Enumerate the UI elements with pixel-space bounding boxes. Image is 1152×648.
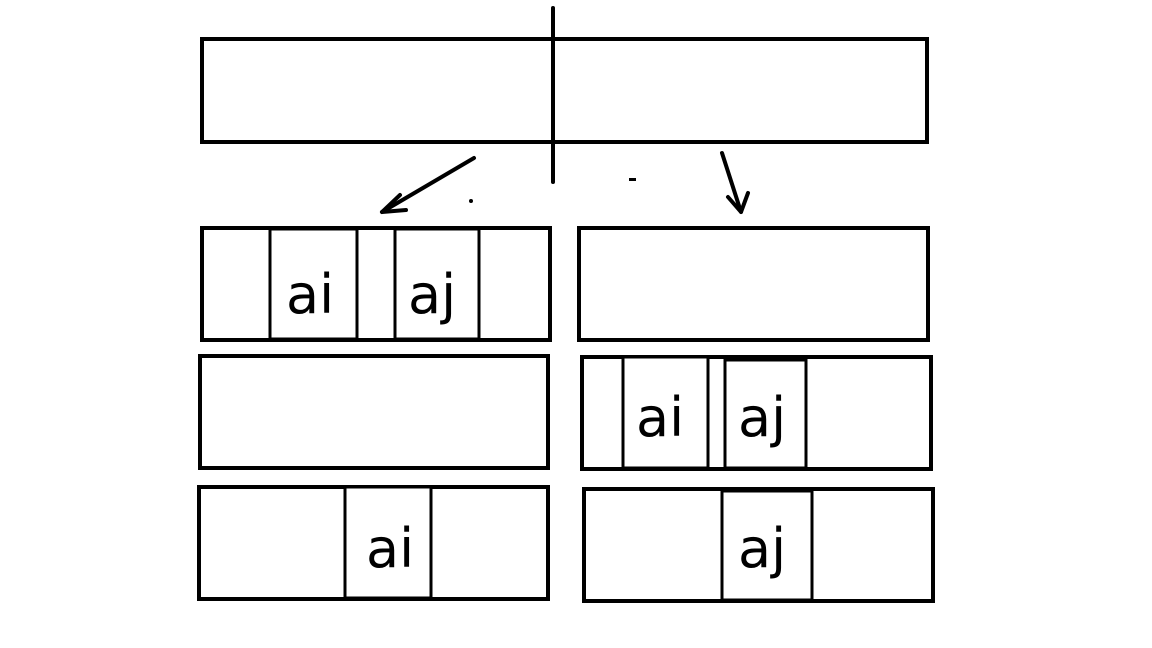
- aj-cell-row1: [393, 227, 481, 341]
- right-arrow: [720, 151, 750, 214]
- aj-label-row2: aj: [738, 386, 786, 449]
- stray-dash: [629, 178, 636, 181]
- ai-label-row3: ai: [366, 517, 414, 580]
- top-array: [200, 37, 929, 144]
- ai-label-row1: ai: [286, 263, 334, 326]
- ai-cell-row1: [268, 227, 359, 341]
- aj-label-row1: aj: [408, 263, 456, 326]
- aj-cell-row2: [723, 358, 808, 470]
- right-array-row1: [577, 226, 930, 342]
- left-arrow: [380, 156, 476, 214]
- aj-label-row3: aj: [738, 517, 786, 580]
- aj-cell-row3: [720, 489, 814, 602]
- ai-cell-row3: [343, 485, 433, 600]
- left-array-row1: [200, 226, 552, 342]
- ai-cell-row2: [621, 355, 710, 470]
- left-array-row2: [198, 354, 550, 470]
- stray-dot: [469, 199, 473, 203]
- ai-label-row2: ai: [636, 386, 684, 449]
